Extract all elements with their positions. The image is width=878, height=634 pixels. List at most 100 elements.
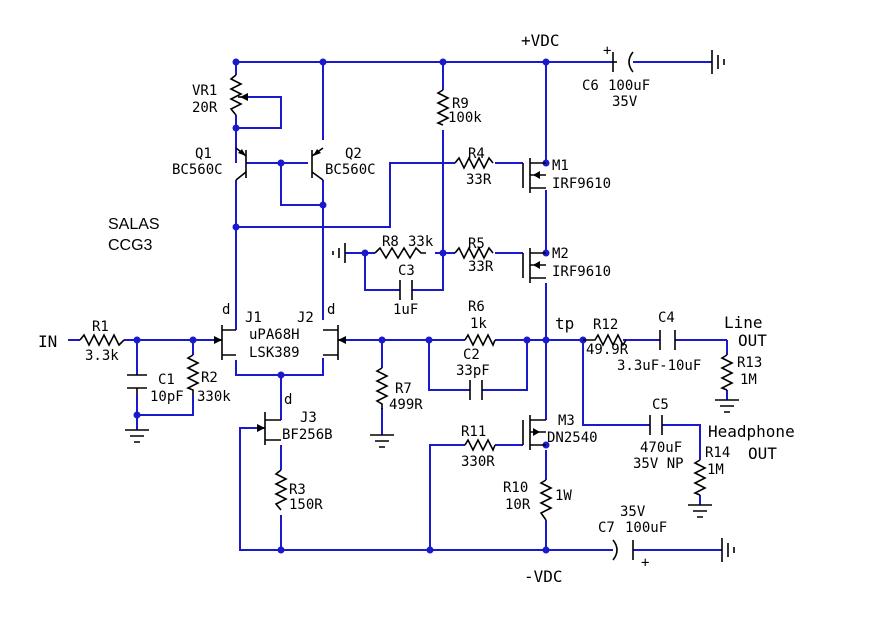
- c3-ref: C3: [398, 263, 415, 279]
- j1-body: [221, 325, 236, 360]
- m1-body: [522, 158, 546, 193]
- q2-value: BC560C: [325, 162, 376, 178]
- j3-arrow-icon: [257, 424, 265, 432]
- r1-symbol: [79, 333, 125, 347]
- c5-symbol: [649, 415, 663, 435]
- j1-drain-label: d: [222, 302, 230, 318]
- j3-ref: J3: [300, 410, 317, 426]
- c6-note: 35V: [612, 94, 638, 110]
- r14-value: 1M: [707, 462, 724, 478]
- r8-symbol: [374, 246, 426, 260]
- ground-icon: [125, 429, 149, 443]
- r6-ref: R6: [468, 299, 485, 315]
- q1-arrow-icon: [238, 149, 246, 156]
- r5-symbol: [454, 246, 494, 260]
- r5-value: 33R: [468, 259, 494, 275]
- r9-ref: R9: [452, 96, 469, 112]
- c5-ref: C5: [652, 397, 669, 413]
- q1-ref: Q1: [195, 146, 212, 162]
- r3-value: 150R: [289, 497, 323, 513]
- r1-ref: R1: [92, 319, 109, 335]
- r7-value: 499R: [389, 397, 423, 413]
- wire-headphone: [582, 340, 701, 460]
- vr1-arrow-icon: [240, 93, 248, 101]
- r3-ref: R3: [289, 482, 306, 498]
- r8-ref: R8: [382, 234, 399, 250]
- m3-ref: M3: [558, 413, 575, 429]
- m3-value: DN2540: [547, 430, 598, 446]
- wire-vr1-wiper: [236, 96, 282, 129]
- c7-curved-plate: [612, 539, 618, 561]
- r11-ref: R11: [461, 424, 486, 440]
- resistors: [79, 74, 734, 521]
- m2-body: [522, 248, 546, 283]
- wire-c3: [364, 253, 444, 291]
- ground-icon: [370, 434, 394, 448]
- r6-value: 1k: [470, 316, 487, 332]
- c6-curved-plate: [628, 51, 634, 73]
- ground-icon: [332, 243, 346, 263]
- r13-symbol: [720, 354, 734, 391]
- r10-ref: R10: [503, 480, 528, 496]
- c1-value: 10pF: [150, 389, 184, 405]
- j2-body: [323, 325, 339, 360]
- r2-ref: R2: [201, 370, 218, 386]
- r2-value: 330k: [197, 389, 231, 405]
- m2-ref: M2: [552, 246, 569, 262]
- m2-value: IRF9610: [552, 264, 611, 280]
- c5-value: 470uF: [640, 440, 682, 456]
- r5-ref: R5: [468, 236, 485, 252]
- r7-ref: R7: [395, 381, 412, 397]
- c7-ref: C7: [598, 520, 615, 536]
- wire-r11: [429, 444, 523, 550]
- r4-value: 33R: [466, 172, 492, 188]
- r9-symbol: [436, 89, 450, 126]
- j1-arrow-icon: [214, 336, 222, 344]
- design-title: SALAS: [108, 216, 160, 233]
- ground-icon: [711, 50, 725, 74]
- ground-icon: [715, 399, 739, 413]
- r4-ref: R4: [468, 146, 485, 162]
- r2-symbol: [186, 354, 200, 395]
- m3-body: [522, 415, 546, 450]
- vr1-value: 20R: [192, 100, 218, 116]
- r14-symbol: [693, 459, 707, 496]
- headphone-out-label-1: Headphone: [708, 422, 795, 441]
- c7-value: 100uF: [625, 520, 667, 536]
- r13-value: 1M: [740, 372, 757, 388]
- c6-value: 100uF: [608, 78, 650, 94]
- q2-arrow-icon: [313, 149, 321, 156]
- r4-symbol: [454, 156, 494, 170]
- r6-symbol: [464, 333, 496, 347]
- m1-value: IRF9610: [552, 176, 611, 192]
- negative-rail-label: -VDC: [524, 567, 563, 586]
- q2-ref: Q2: [345, 146, 362, 162]
- r10-note: 1W: [555, 488, 572, 504]
- j3-body: [264, 412, 281, 445]
- j2-value: LSK389: [249, 345, 300, 361]
- labels: +VDC -VDC IN SALAS CCG3 Line OUT Headpho…: [38, 31, 795, 586]
- c4-value: 3.3uF-10uF: [617, 358, 701, 374]
- m2-arrow-icon: [533, 261, 540, 269]
- j2-arrow-icon: [338, 336, 346, 344]
- m1-arrow-icon: [533, 171, 540, 179]
- r3-symbol: [274, 469, 288, 511]
- c2-ref: C2: [463, 347, 480, 363]
- wire-gate-drive: [236, 162, 455, 228]
- r11-value: 330R: [461, 454, 495, 470]
- r8-value: 33k: [408, 234, 434, 250]
- vr1-ref: VR1: [192, 83, 217, 99]
- ground-icon: [721, 538, 735, 562]
- wire-q2-collector-base: [280, 163, 323, 206]
- c7-note: 35V: [620, 504, 646, 520]
- r9-value: 100k: [448, 110, 482, 126]
- r11-symbol: [464, 438, 496, 452]
- c3-symbol: [399, 280, 413, 300]
- c2-value: 33pF: [456, 363, 490, 379]
- c5-note: 35V NP: [633, 456, 684, 472]
- c1-symbol: [127, 374, 147, 389]
- r12-symbol: [583, 333, 627, 347]
- j3-drain-label: d: [284, 392, 292, 408]
